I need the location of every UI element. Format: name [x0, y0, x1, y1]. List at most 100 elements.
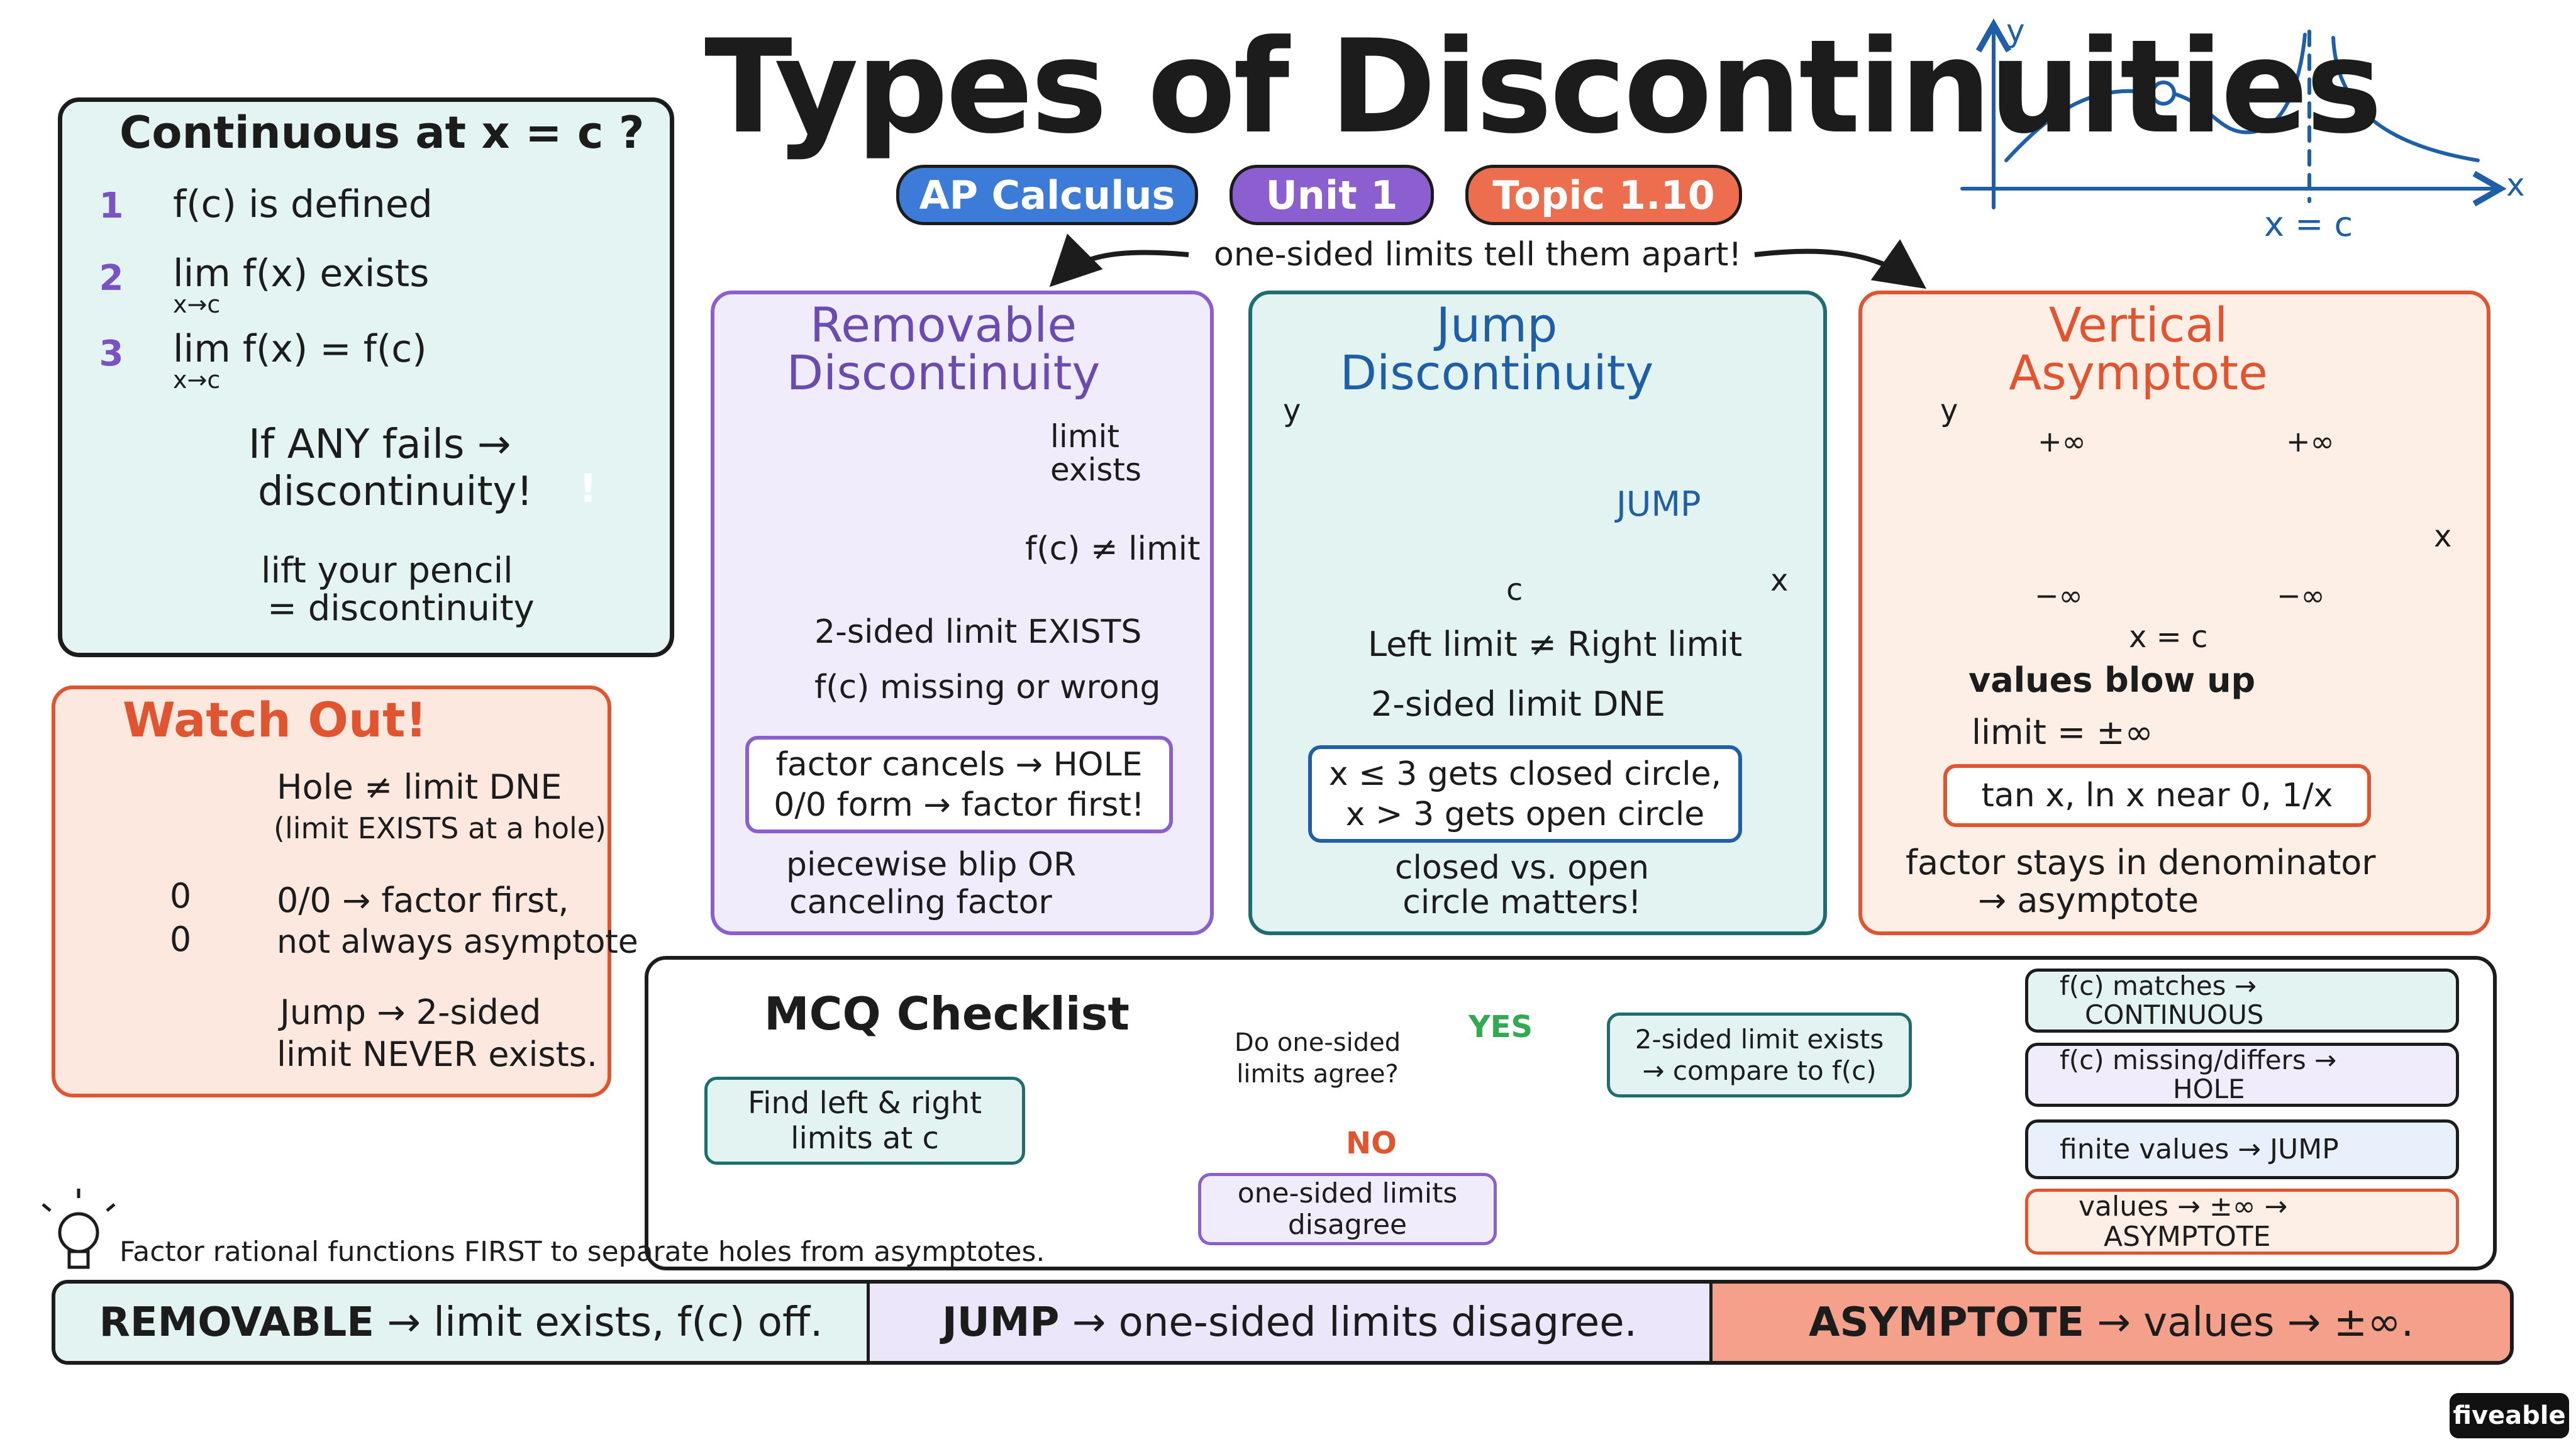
jump-rule-line-2: x > 3 gets open circle	[1345, 795, 1705, 833]
jump-graph-y: y	[1283, 393, 1301, 428]
watch-out-panel	[52, 686, 611, 1097]
mcq-exists-line-2: → compare to f(c)	[1642, 1055, 1877, 1086]
va-note-line-1: factor stays in denominator	[1906, 843, 2376, 882]
header-graph-hole	[2151, 80, 2176, 106]
outcome-hole: f(c) missing/differs → HOLE	[2025, 1043, 2459, 1107]
removable-limit-line-2: exists	[1050, 452, 1142, 488]
jump-check-2: 2-sided limit DNE	[1371, 684, 1665, 724]
brand-badge: fiveable	[2450, 1393, 2569, 1438]
fail-line-2: discontinuity!	[258, 469, 533, 515]
lightbulb-icon	[42, 1189, 116, 1269]
condition-num-3: 3	[99, 333, 124, 374]
jump-rule-box: x ≤ 3 gets closed circle, x > 3 gets ope…	[1308, 745, 1742, 843]
condition-3-text: lim f(x) = f(c)	[173, 327, 427, 371]
removable-title-line-2: Discontinuity	[786, 345, 1101, 401]
jump-note-line-1: closed vs. open	[1394, 849, 1650, 887]
condition-3-sub: x→c	[173, 366, 221, 394]
pencil-line-1: lift your pencil	[261, 550, 513, 591]
continuity-panel	[58, 97, 674, 657]
watch-row-1-line-1: Hole ≠ limit DNE	[277, 767, 562, 807]
summary-jump-rest: one-sided limits disagree.	[1118, 1299, 1638, 1346]
va-graph-x: x	[2434, 519, 2452, 554]
warning-mark: !	[579, 465, 597, 511]
outcome-continuous-line-2: CONTINUOUS	[2085, 999, 2264, 1030]
watch-row-3-line-2: limit NEVER exists.	[277, 1035, 598, 1074]
va-rule-box: tan x, ln x near 0, 1/x	[1943, 764, 2371, 827]
va-check-1: values blow up	[1968, 660, 2256, 700]
summary-removable: REMOVABLE → limit exists, f(c) off.	[55, 1284, 870, 1361]
removable-fc-label: f(c) ≠ limit	[1025, 530, 1201, 568]
mcq-disagree-line-2: disagree	[1287, 1208, 1407, 1241]
continuity-title: Continuous at x = c ?	[119, 107, 645, 158]
va-rule-text: tan x, ln x near 0, 1/x	[1981, 777, 2333, 814]
condition-2-sub: x→c	[173, 291, 221, 318]
summary-jump: JUMP → one-sided limits disagree.	[870, 1284, 1713, 1361]
outcome-hole-line-1: f(c) missing/differs →	[2060, 1045, 2337, 1075]
removable-rule-line-2: 0/0 form → factor first!	[774, 786, 1145, 824]
outcome-asymptote-line-2: ASYMPTOTE	[2104, 1220, 2271, 1253]
watch-out-title: Watch Out!	[123, 692, 428, 748]
decision-line-1: Do one-sided	[1234, 1028, 1401, 1057]
condition-2-text: lim f(x) exists	[173, 252, 430, 296]
va-c-label: x = c	[2129, 619, 2208, 655]
outcome-continuous-line-1: f(c) matches →	[2060, 970, 2257, 1001]
watch-row-3-line-1: Jump → 2-sided	[280, 992, 541, 1032]
summary-jump-bold: JUMP	[941, 1299, 1060, 1346]
watch-row-2-line-2: not always asymptote	[277, 923, 638, 961]
removable-note-line-1: piecewise blip OR	[786, 846, 1077, 884]
removable-limit-line-1: limit	[1050, 418, 1119, 455]
mcq-exists-line-1: 2-sided limit exists	[1635, 1023, 1884, 1055]
header-graph-c-label: x = c	[2264, 204, 2353, 244]
pencil-line-2: = discontinuity	[267, 588, 535, 629]
va-title-line-2: Asymptote	[2009, 345, 2268, 401]
summary-removable-bold: REMOVABLE	[99, 1299, 374, 1346]
outcome-jump-line-1: finite values → JUMP	[2060, 1133, 2339, 1165]
jump-rule-line-1: x ≤ 3 gets closed circle,	[1328, 755, 1722, 793]
mcq-disagree-line-1: one-sided limits	[1237, 1177, 1458, 1209]
fail-line-1: If ANY fails →	[248, 421, 511, 468]
note-arrow-right	[1754, 239, 1927, 289]
va-minus-inf-left: −∞	[2035, 579, 2083, 613]
mcq-disagree-box: one-sided limits disagree	[1198, 1173, 1497, 1245]
va-plus-inf-right: +∞	[2286, 425, 2334, 458]
header-graph-x-label: x	[2506, 167, 2525, 203]
jump-graph-x: x	[1770, 563, 1789, 598]
mcq-start-box: Find left & right limits at c	[704, 1077, 1025, 1165]
condition-1-text: f(c) is defined	[173, 182, 433, 226]
mcq-start-line-2: limits at c	[791, 1121, 939, 1156]
tip-text: Factor rational functions FIRST to separ…	[119, 1236, 1045, 1268]
outcome-asymptote: values → ±∞ → ASYMPTOTE	[2025, 1189, 2459, 1255]
removable-rule-line-1: factor cancels → HOLE	[775, 745, 1143, 784]
summary-asymptote-rest: values → ±∞.	[2143, 1299, 2414, 1346]
note-arrow-left	[1049, 233, 1189, 287]
va-note-line-2: → asymptote	[1978, 880, 2199, 920]
badge-unit: Unit 1	[1230, 165, 1434, 225]
removable-check-1: 2-sided limit EXISTS	[814, 613, 1142, 651]
fraction-bottom: 0	[169, 919, 192, 959]
yes-label: YES	[1468, 1009, 1533, 1045]
watch-row-2-line-1: 0/0 → factor first,	[277, 880, 569, 920]
outcome-continuous: f(c) matches → CONTINUOUS	[2025, 969, 2459, 1033]
va-graph-y: y	[1940, 393, 1958, 428]
removable-check-2: f(c) missing or wrong	[814, 669, 1161, 706]
brand-logo-text: fiveable	[2453, 1401, 2566, 1430]
jump-title-line-1: Jump	[1436, 297, 1558, 353]
summary-bar: REMOVABLE → limit exists, f(c) off. JUMP…	[52, 1280, 2514, 1365]
jump-check-1: Left limit ≠ Right limit	[1368, 625, 1743, 664]
watch-row-1-line-2: (limit EXISTS at a hole)	[274, 811, 606, 845]
summary-asymptote: ASYMPTOTE → values → ±∞.	[1713, 1284, 2510, 1361]
condition-num-1: 1	[99, 186, 124, 226]
mcq-start-line-1: Find left & right	[747, 1085, 982, 1121]
va-plus-inf-left: +∞	[2038, 425, 2086, 458]
summary-removable-rest: limit exists, f(c) off.	[433, 1299, 823, 1346]
no-label: NO	[1346, 1126, 1397, 1161]
vertical-asymptote-panel	[1858, 291, 2490, 935]
outcome-hole-line-2: HOLE	[2173, 1074, 2245, 1104]
condition-num-2: 2	[99, 258, 124, 299]
badge-ap-calculus: AP Calculus	[896, 165, 1198, 225]
jump-note-line-2: circle matters!	[1402, 884, 1641, 921]
fraction-top: 0	[169, 876, 192, 916]
jump-graph-c: c	[1506, 572, 1523, 608]
jump-title-line-2: Discontinuity	[1340, 345, 1654, 401]
va-title-line-1: Vertical	[2048, 297, 2228, 353]
